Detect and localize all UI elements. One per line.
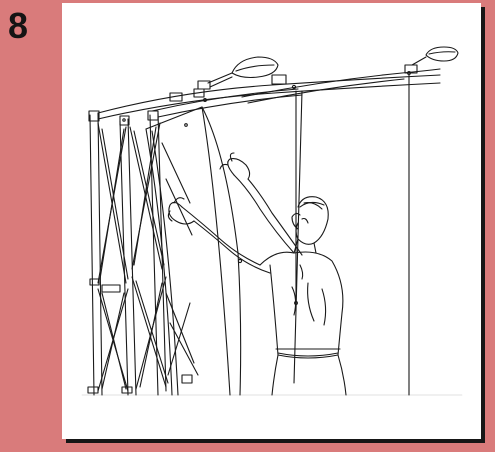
step-number: 8 xyxy=(8,4,28,48)
frame-bracing xyxy=(98,123,198,391)
person-figure xyxy=(168,153,346,395)
illustration-card xyxy=(62,3,481,439)
graphic-panel xyxy=(146,107,241,395)
illustration-icon xyxy=(62,3,481,439)
spot-lamps xyxy=(198,47,458,89)
